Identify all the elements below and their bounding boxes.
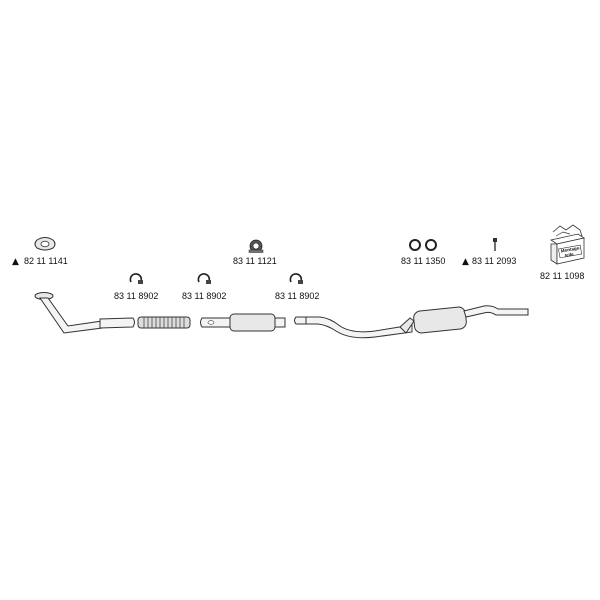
rear-silencer [399,305,529,334]
clamp-2-part-number: 83 11 8902 [182,291,226,301]
bolt-part-number: 83 11 2093 [472,256,516,266]
rubber-rings-part-number: 83 11 1350 [401,256,445,266]
mount-ring-part-number: 83 11 1121 [233,256,277,266]
mounting-kit-box: Montage- teile [549,224,586,265]
clamp-3-part-number: 83 11 8902 [275,291,319,301]
mounting-kit-box-text-1: Montage- [560,245,581,253]
gasket-part [34,237,56,251]
clamp-part-1 [129,273,143,284]
front-pipe [34,292,135,334]
clamp-1-part-number: 83 11 8902 [114,291,158,301]
bolt-marker: ▲ [462,257,469,267]
mounting-kit-part-number: 82 11 1098 [540,271,584,281]
rubber-rings-part [409,239,437,251]
flex-pipe [137,316,191,329]
mounting-kit-box-text-2: teile [564,251,574,258]
clamp-part-2 [197,273,211,284]
intermediate-pipe [294,316,413,339]
gasket-part-number: 82 11 1141 [24,256,68,266]
clamp-part-3 [289,273,303,284]
mount-ring-part [248,239,264,253]
bolt-part [493,238,497,251]
middle-silencer [200,313,286,332]
gasket-marker: ▲ [12,257,19,267]
